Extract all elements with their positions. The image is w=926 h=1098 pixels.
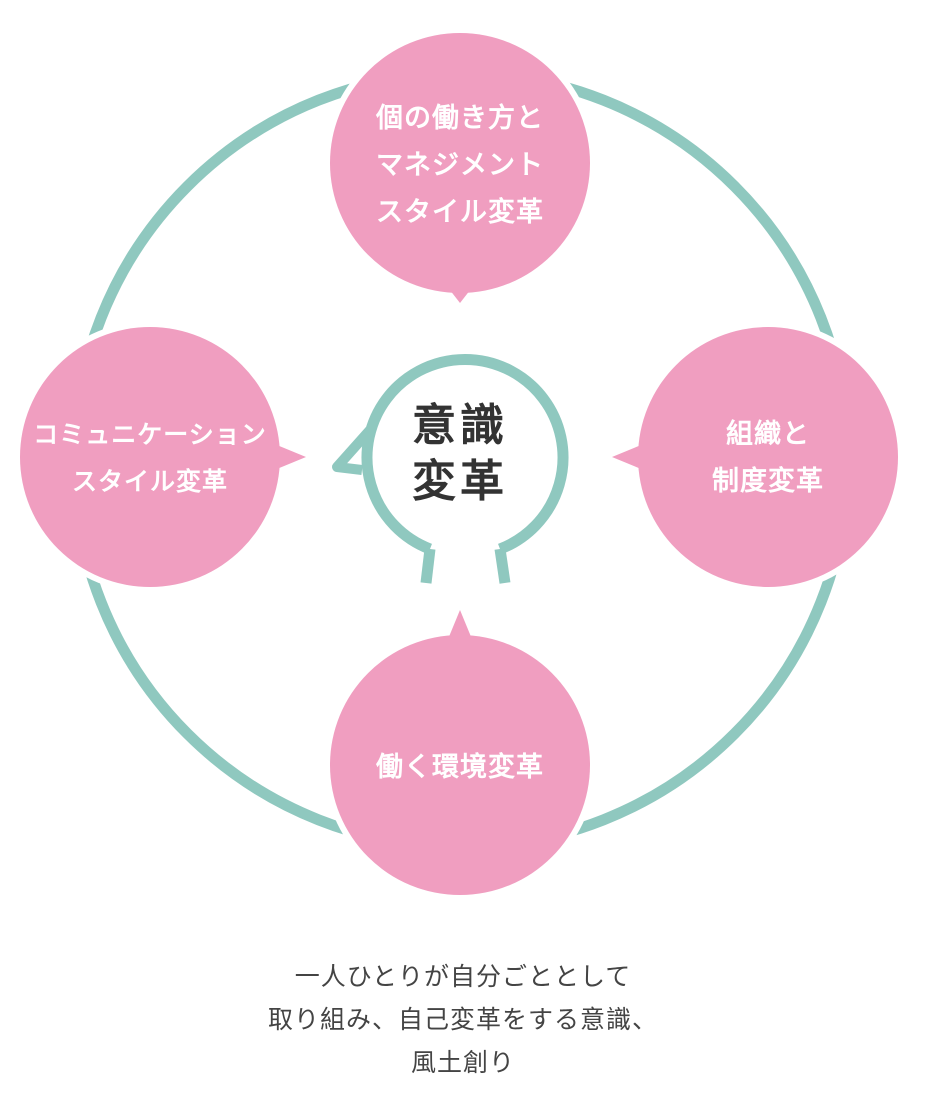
node-top-line-2: マネジメント (376, 149, 544, 181)
center-label: 意識 変革 (365, 394, 555, 514)
diagram-canvas (14, 27, 904, 900)
node-right-line-2: 制度変革 (712, 466, 824, 497)
bubble-bottom (324, 610, 596, 900)
node-right-line-1: 組織と (726, 419, 810, 450)
caption-line-1: 一人ひとりが自分ごととして (294, 962, 632, 991)
caption-line-2: 取り組み、自己変革をする意識、 (267, 1005, 658, 1034)
node-left-line-2: スタイル変革 (71, 467, 228, 496)
bubble-top (324, 27, 596, 303)
bubble-left (14, 321, 306, 593)
center-ring-tail (332, 426, 374, 475)
center-ring-gap-left (420, 548, 436, 584)
center-line-2: 変革 (412, 456, 508, 507)
node-top-line-3: スタイル変革 (376, 196, 544, 228)
caption: 一人ひとりが自分ごととして 取り組み、自己変革をする意識、 風土創り (0, 955, 926, 1084)
node-left-label: コミュニケーション スタイル変革 (20, 410, 280, 506)
bubble-right (612, 321, 904, 593)
node-bottom-label: 働く環境変革 (330, 742, 590, 792)
center-ring-gap-right (494, 548, 511, 584)
caption-line-3: 風土創り (410, 1048, 515, 1077)
node-top-line-1: 個の働き方と (376, 102, 544, 134)
node-left-line-1: コミュニケーション (33, 420, 267, 449)
center-line-1: 意識 (412, 400, 508, 451)
center-ring (361, 353, 569, 555)
node-bottom-line-1: 働く環境変革 (376, 751, 544, 783)
node-right-label: 組織と 制度変革 (638, 410, 898, 506)
node-top-label: 個の働き方と マネジメント スタイル変革 (330, 70, 590, 260)
